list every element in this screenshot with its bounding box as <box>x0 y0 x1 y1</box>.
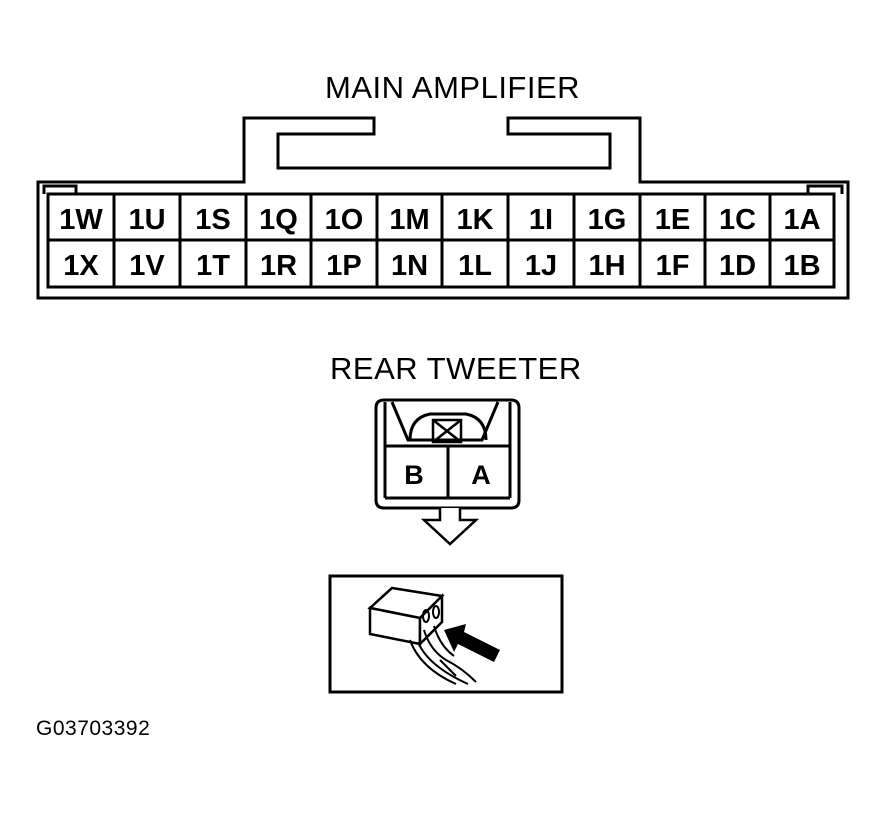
amp-pin-1s: 1S <box>195 204 230 236</box>
amp-pin-1j: 1J <box>525 250 557 282</box>
rear-tweeter-connector <box>374 398 521 510</box>
probe-inset <box>328 574 564 694</box>
amp-pin-1w: 1W <box>59 204 103 236</box>
amp-pin-1v: 1V <box>129 250 165 282</box>
amp-pin-1f: 1F <box>656 250 690 282</box>
amp-pin-1h: 1H <box>588 250 625 282</box>
amp-pin-1u: 1U <box>128 204 165 236</box>
amp-pin-1g: 1G <box>588 204 627 236</box>
tweeter-lock-box <box>431 418 463 444</box>
tweeter-pin-b: B <box>404 460 424 490</box>
amp-pin-1m: 1M <box>389 204 429 236</box>
amp-pin-1a: 1A <box>783 204 820 236</box>
figure-id: G03703392 <box>36 717 151 740</box>
main-amplifier-title: MAIN AMPLIFIER <box>325 70 581 105</box>
main-amplifier-pin-grid: 1W 1U 1S 1Q 1O 1M 1K 1I 1G 1E 1C 1A 1X 1V 1T 1R 1P 1N 1L 1J… <box>59 194 821 287</box>
amp-pin-1e: 1E <box>655 204 690 236</box>
amp-pin-1x: 1X <box>63 250 99 282</box>
tweeter-pin-a: A <box>471 460 491 490</box>
insert-arrow-icon <box>444 624 500 662</box>
amp-pin-1q: 1Q <box>259 204 298 236</box>
amp-pin-1t: 1T <box>196 250 230 282</box>
amp-pin-1d: 1D <box>719 250 756 282</box>
amp-pin-1p: 1P <box>326 250 361 282</box>
amp-pin-1o: 1O <box>325 204 364 236</box>
amp-pin-1r: 1R <box>260 250 297 282</box>
amp-pin-1k: 1K <box>456 204 493 236</box>
rear-tweeter-title: REAR TWEETER <box>330 351 582 386</box>
down-arrow-icon <box>420 508 480 546</box>
amp-pin-1n: 1N <box>391 250 428 282</box>
amp-pin-1i: 1I <box>529 204 553 236</box>
amp-pin-1l: 1L <box>458 250 492 282</box>
amp-pin-1b: 1B <box>783 250 820 282</box>
amp-pin-1c: 1C <box>719 204 756 236</box>
